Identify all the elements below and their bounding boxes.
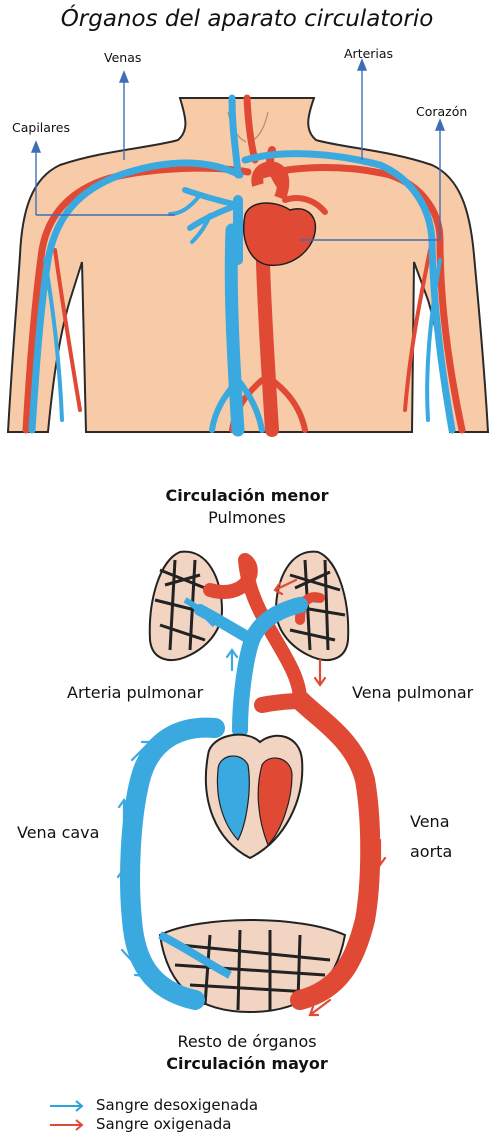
legend-oxygenated: Sangre oxigenada (96, 1115, 232, 1133)
legend-deoxygenated: Sangre desoxigenada (96, 1096, 258, 1114)
label-aorta: aorta (410, 842, 452, 861)
label-vena: Vena (410, 812, 450, 831)
label-arteria-pulmonar: Arteria pulmonar (67, 683, 203, 702)
label-vena-cava: Vena cava (17, 823, 99, 842)
label-circulacion-mayor: Circulación mayor (0, 1054, 494, 1073)
legend-arrows (50, 1101, 82, 1130)
label-resto-organos: Resto de órganos (0, 1032, 494, 1051)
heart-diagram (206, 735, 302, 858)
left-lung (150, 552, 222, 660)
label-vena-pulmonar: Vena pulmonar (352, 683, 473, 702)
